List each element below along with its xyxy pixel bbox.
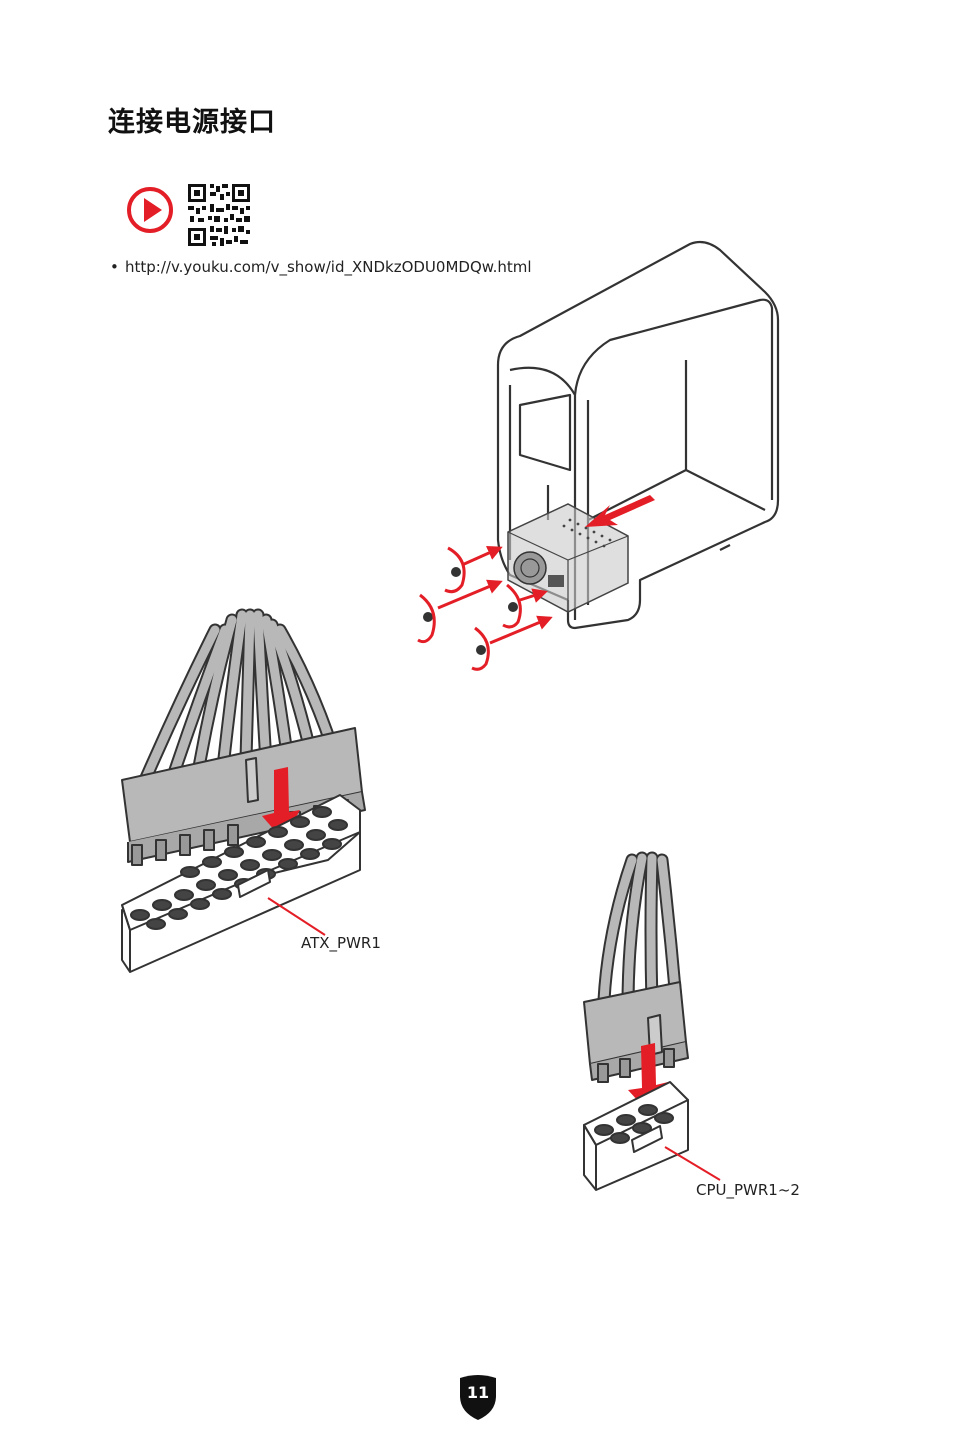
page-number: 11: [466, 1383, 490, 1402]
atx-leader-line: [267, 897, 326, 936]
atx-header: [121, 794, 361, 973]
shield-icon: [460, 1375, 496, 1420]
screw-arrows: [417, 546, 553, 671]
page-title: 连接电源接口: [108, 107, 276, 138]
cpu-plug: [583, 981, 689, 1083]
screws: [423, 567, 518, 655]
play-icon[interactable]: [126, 186, 174, 234]
cpu-pwr-label: CPU_PWR1~2: [696, 1181, 800, 1199]
page-number-badge: 11: [458, 1374, 498, 1420]
video-link-block: [126, 182, 256, 248]
cpu-cables-inner: [599, 853, 681, 1010]
insert-arrow: [585, 495, 655, 527]
cpu-leader-line: [664, 1146, 721, 1181]
cpu-header: [583, 1081, 689, 1191]
bullet: •: [110, 258, 119, 276]
atx-pwr1-label: ATX_PWR1: [301, 934, 381, 952]
power-supply-unit: [507, 503, 629, 613]
qr-code-icon: [186, 182, 252, 248]
